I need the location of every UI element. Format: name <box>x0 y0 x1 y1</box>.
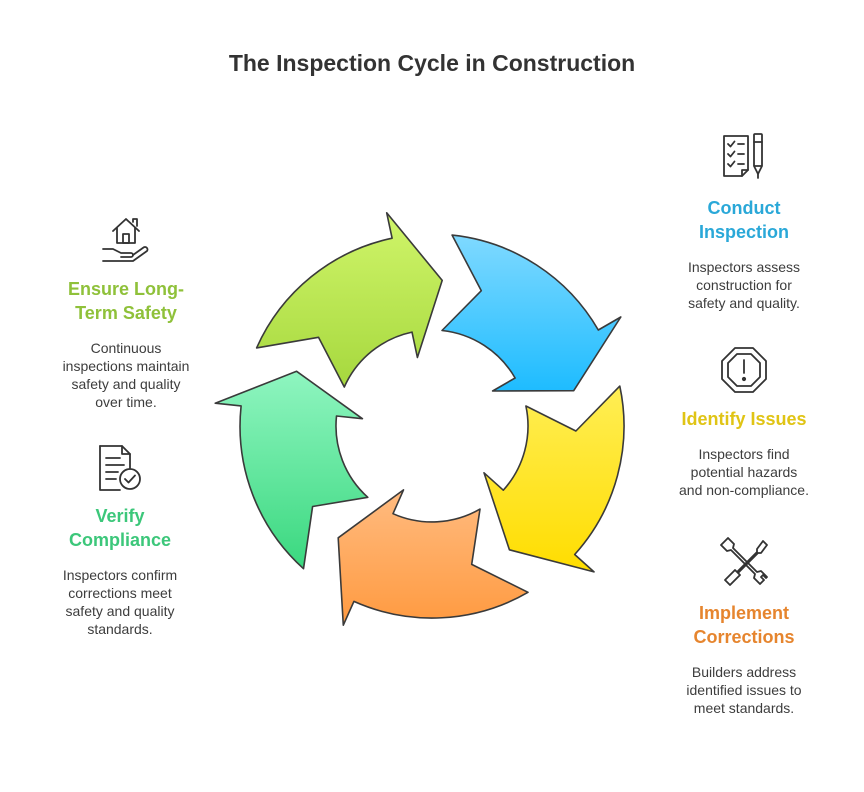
page-title: The Inspection Cycle in Construction <box>228 50 636 76</box>
document-check-icon <box>99 445 141 491</box>
step-ensure-long-term-safety: Ensure Long- Term Safety Continuous insp… <box>46 213 206 411</box>
step-verify-compliance: Verify Compliance Inspectors confirm cor… <box>40 442 200 638</box>
cycle-arrow-ensure-safety <box>255 212 443 388</box>
step-heading: Identify Issues <box>681 409 807 429</box>
step-description: Inspectors find potential hazards and no… <box>679 446 809 498</box>
step-heading: Conduct Inspection <box>698 198 789 242</box>
cycle-arrow-conduct-inspection <box>441 234 622 392</box>
step-description: Inspectors assess construction for safet… <box>687 259 801 311</box>
house-hand-icon <box>102 218 149 262</box>
step-heading: Verify Compliance <box>68 506 172 550</box>
step-description: Inspectors confirm corrections meet safe… <box>62 567 178 637</box>
wrench-screwdriver-icon <box>720 537 768 586</box>
step-identify-issues: Identify Issues Inspectors find potentia… <box>664 345 824 499</box>
cycle-arrow-verify-compliance <box>214 370 369 570</box>
step-implement-corrections: Implement Corrections Builders address i… <box>664 537 824 717</box>
warning-octagon-icon <box>721 347 767 393</box>
step-description: Continuous inspections maintain safety a… <box>62 340 190 410</box>
step-description: Builders address identified issues to me… <box>686 664 802 716</box>
cycle-arrow-identify-issues <box>483 385 625 573</box>
step-heading: Ensure Long- Term Safety <box>68 279 184 323</box>
cycle-arrow-implement-corrections <box>337 489 529 626</box>
step-heading: Implement Corrections <box>693 603 795 647</box>
checklist-pen-icon <box>723 133 763 179</box>
step-conduct-inspection: Conduct Inspection Inspectors assess con… <box>664 130 824 312</box>
